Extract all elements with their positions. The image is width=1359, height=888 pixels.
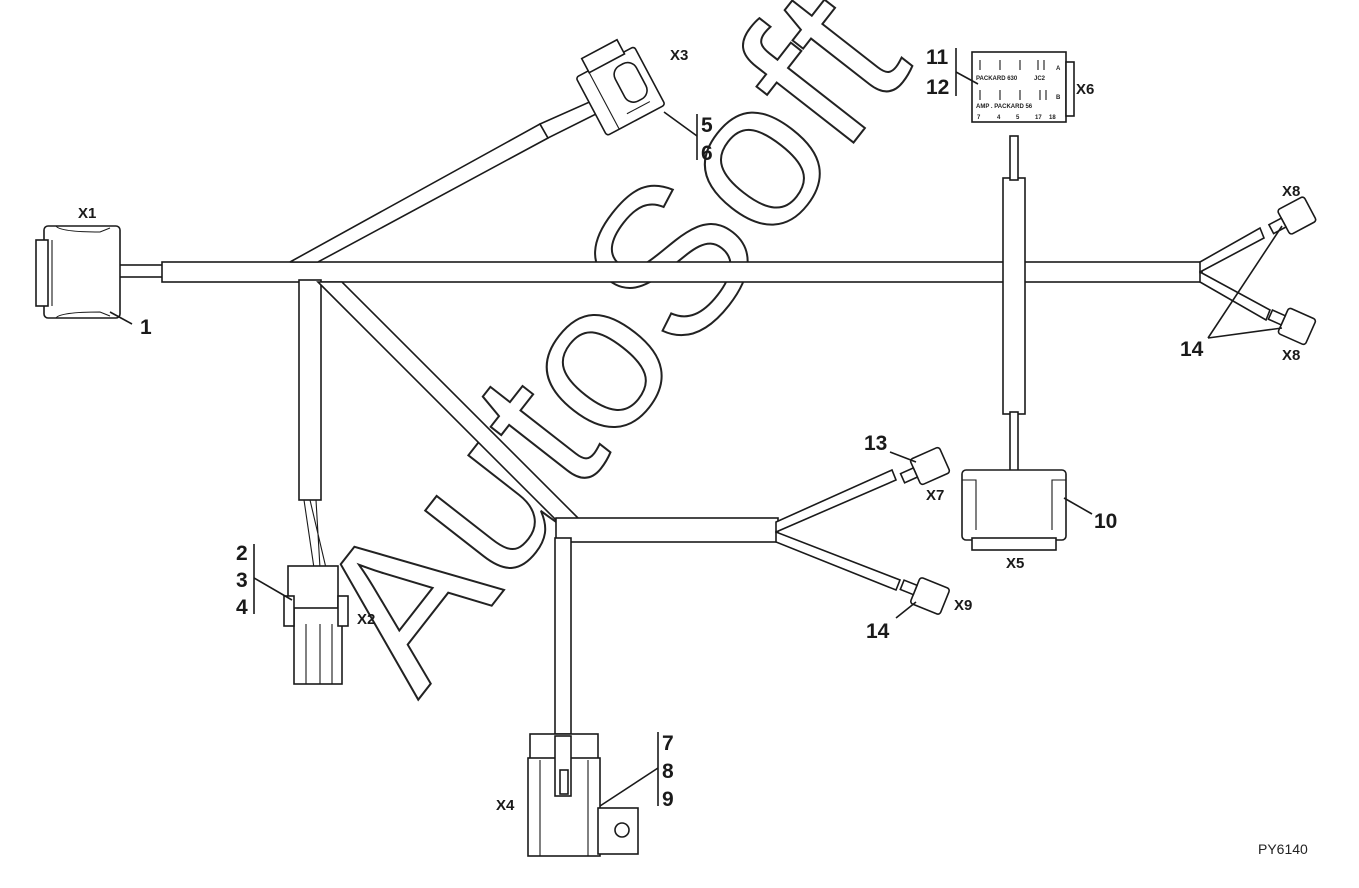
connector-x2 (283, 499, 349, 685)
callout-1: 1 (140, 316, 152, 339)
label-x1: X1 (78, 205, 96, 222)
connector-x6: PACKARD 630 JC2 A B AMP . PACKARD 56 7 4… (971, 51, 1075, 123)
x6-label-jc2: JC2 (1034, 76, 1046, 82)
callout-9: 9 (662, 788, 674, 811)
connector-x4 (527, 733, 639, 857)
callout-11: 11 (926, 46, 949, 69)
label-x2: X2 (357, 611, 375, 628)
connector-x5 (961, 469, 1067, 551)
callout-2: 2 (236, 542, 248, 565)
connector-x8-top (1267, 196, 1317, 235)
connector-x7 (899, 446, 951, 486)
callout-6: 6 (701, 142, 713, 165)
x6-pin-1: 7 (977, 115, 981, 121)
connector-x3 (576, 38, 665, 136)
x6-pin-5: 18 (1049, 115, 1056, 121)
callout-14-bottom: 14 (866, 620, 890, 643)
callout-3: 3 (236, 569, 248, 592)
x6-pin-3: 5 (1016, 115, 1020, 121)
x6-row-b: B (1056, 95, 1061, 101)
harness-trunk (117, 98, 1272, 735)
callout-4: 4 (236, 596, 248, 619)
label-x8-bottom: X8 (1282, 347, 1300, 364)
label-x6: X6 (1076, 81, 1094, 98)
label-x5: X5 (1006, 555, 1024, 572)
label-x7: X7 (926, 487, 944, 504)
label-x9: X9 (954, 597, 972, 614)
callout-5: 5 (701, 114, 713, 137)
x6-label-amp-packard-56: AMP . PACKARD 56 (976, 104, 1033, 110)
connector-x8-bottom (1267, 307, 1317, 346)
x6-row-a: A (1056, 66, 1061, 72)
label-x8-top: X8 (1282, 183, 1300, 200)
label-x3: X3 (670, 47, 688, 64)
callout-10: 10 (1094, 510, 1117, 533)
callout-leaders (109, 48, 1283, 807)
connector-x1 (35, 225, 121, 319)
connector-x9 (899, 577, 950, 615)
label-x4: X4 (496, 797, 515, 814)
callout-8: 8 (662, 760, 674, 783)
callout-13: 13 (864, 432, 887, 455)
x6-pin-4: 17 (1035, 115, 1042, 121)
x6-pin-2: 4 (997, 115, 1001, 121)
callout-12: 12 (926, 76, 949, 99)
callout-7: 7 (662, 732, 674, 755)
x6-label-packard-630: PACKARD 630 (976, 76, 1018, 82)
reference-code: PY6140 (1258, 841, 1308, 857)
callout-14-right: 14 (1180, 338, 1204, 361)
